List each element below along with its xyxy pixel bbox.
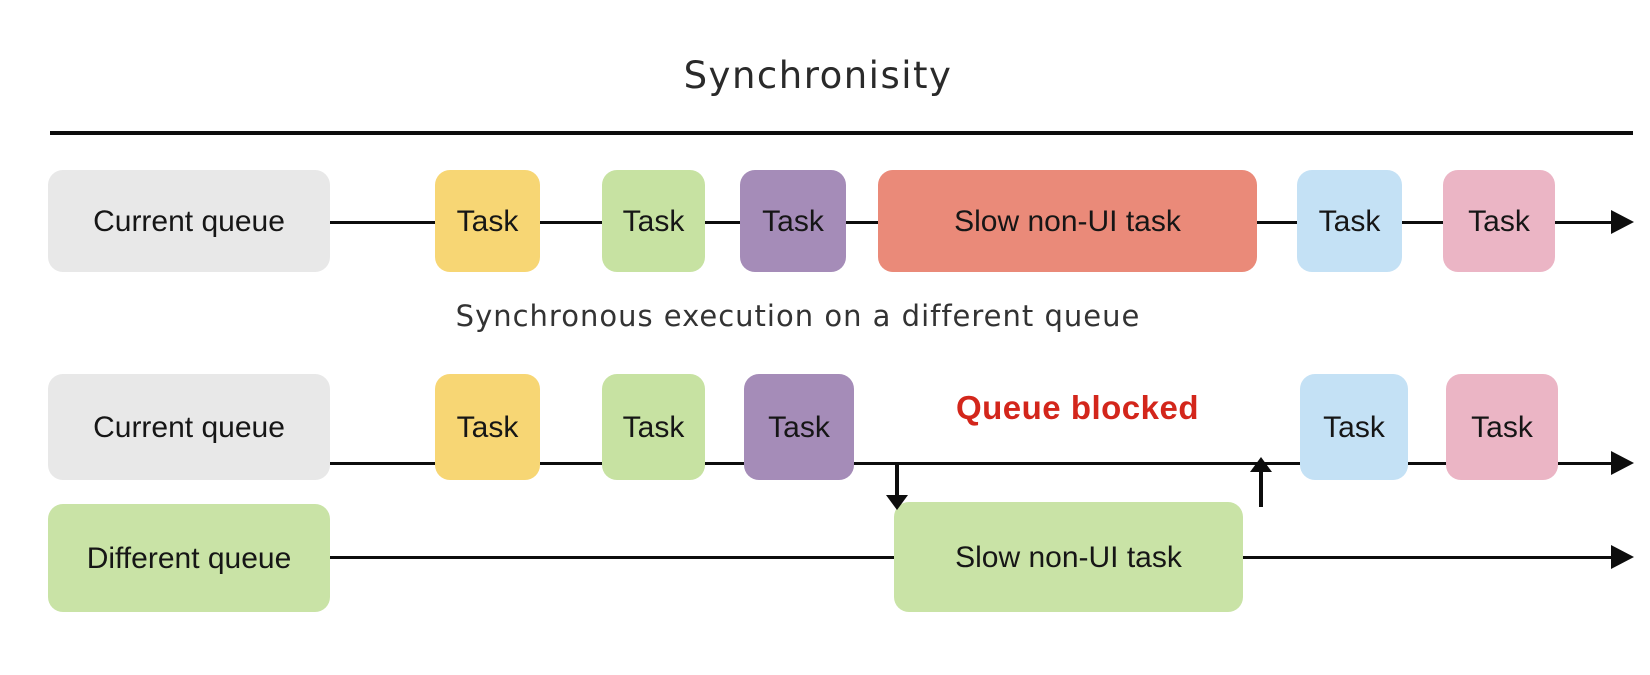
slow-task-box-row1: Slow non-UI task: [878, 170, 1257, 272]
task-box: Task: [1297, 170, 1402, 272]
queue-box-current-row2: Current queue: [48, 374, 330, 480]
task-box: Task: [744, 374, 854, 480]
arrowhead-down-icon: [886, 495, 908, 510]
dispatch-start-arrow-stem: [895, 465, 899, 497]
diagram-subtitle: Synchronous execution on a different que…: [455, 299, 1141, 333]
task-box: Task: [1443, 170, 1555, 272]
timeline-row2: [330, 462, 1615, 465]
title-divider: [50, 131, 1633, 135]
arrowhead-right-icon: [1611, 451, 1634, 475]
task-box: Task: [1300, 374, 1408, 480]
task-box: Task: [1446, 374, 1558, 480]
dispatch-return-arrow-stem: [1259, 469, 1263, 507]
diagram-title: Synchronisity: [683, 54, 953, 97]
arrowhead-right-icon: [1611, 545, 1634, 569]
task-box: Task: [435, 374, 540, 480]
queue-box-different: Different queue: [48, 504, 330, 612]
slow-task-box-row3: Slow non-UI task: [894, 502, 1243, 612]
queue-box-current-row1: Current queue: [48, 170, 330, 272]
task-box: Task: [435, 170, 540, 272]
queue-blocked-label: Queue blocked: [955, 389, 1200, 426]
task-box: Task: [602, 170, 705, 272]
task-box: Task: [602, 374, 705, 480]
arrowhead-right-icon: [1611, 210, 1634, 234]
task-box: Task: [740, 170, 846, 272]
arrowhead-up-icon: [1250, 457, 1272, 472]
